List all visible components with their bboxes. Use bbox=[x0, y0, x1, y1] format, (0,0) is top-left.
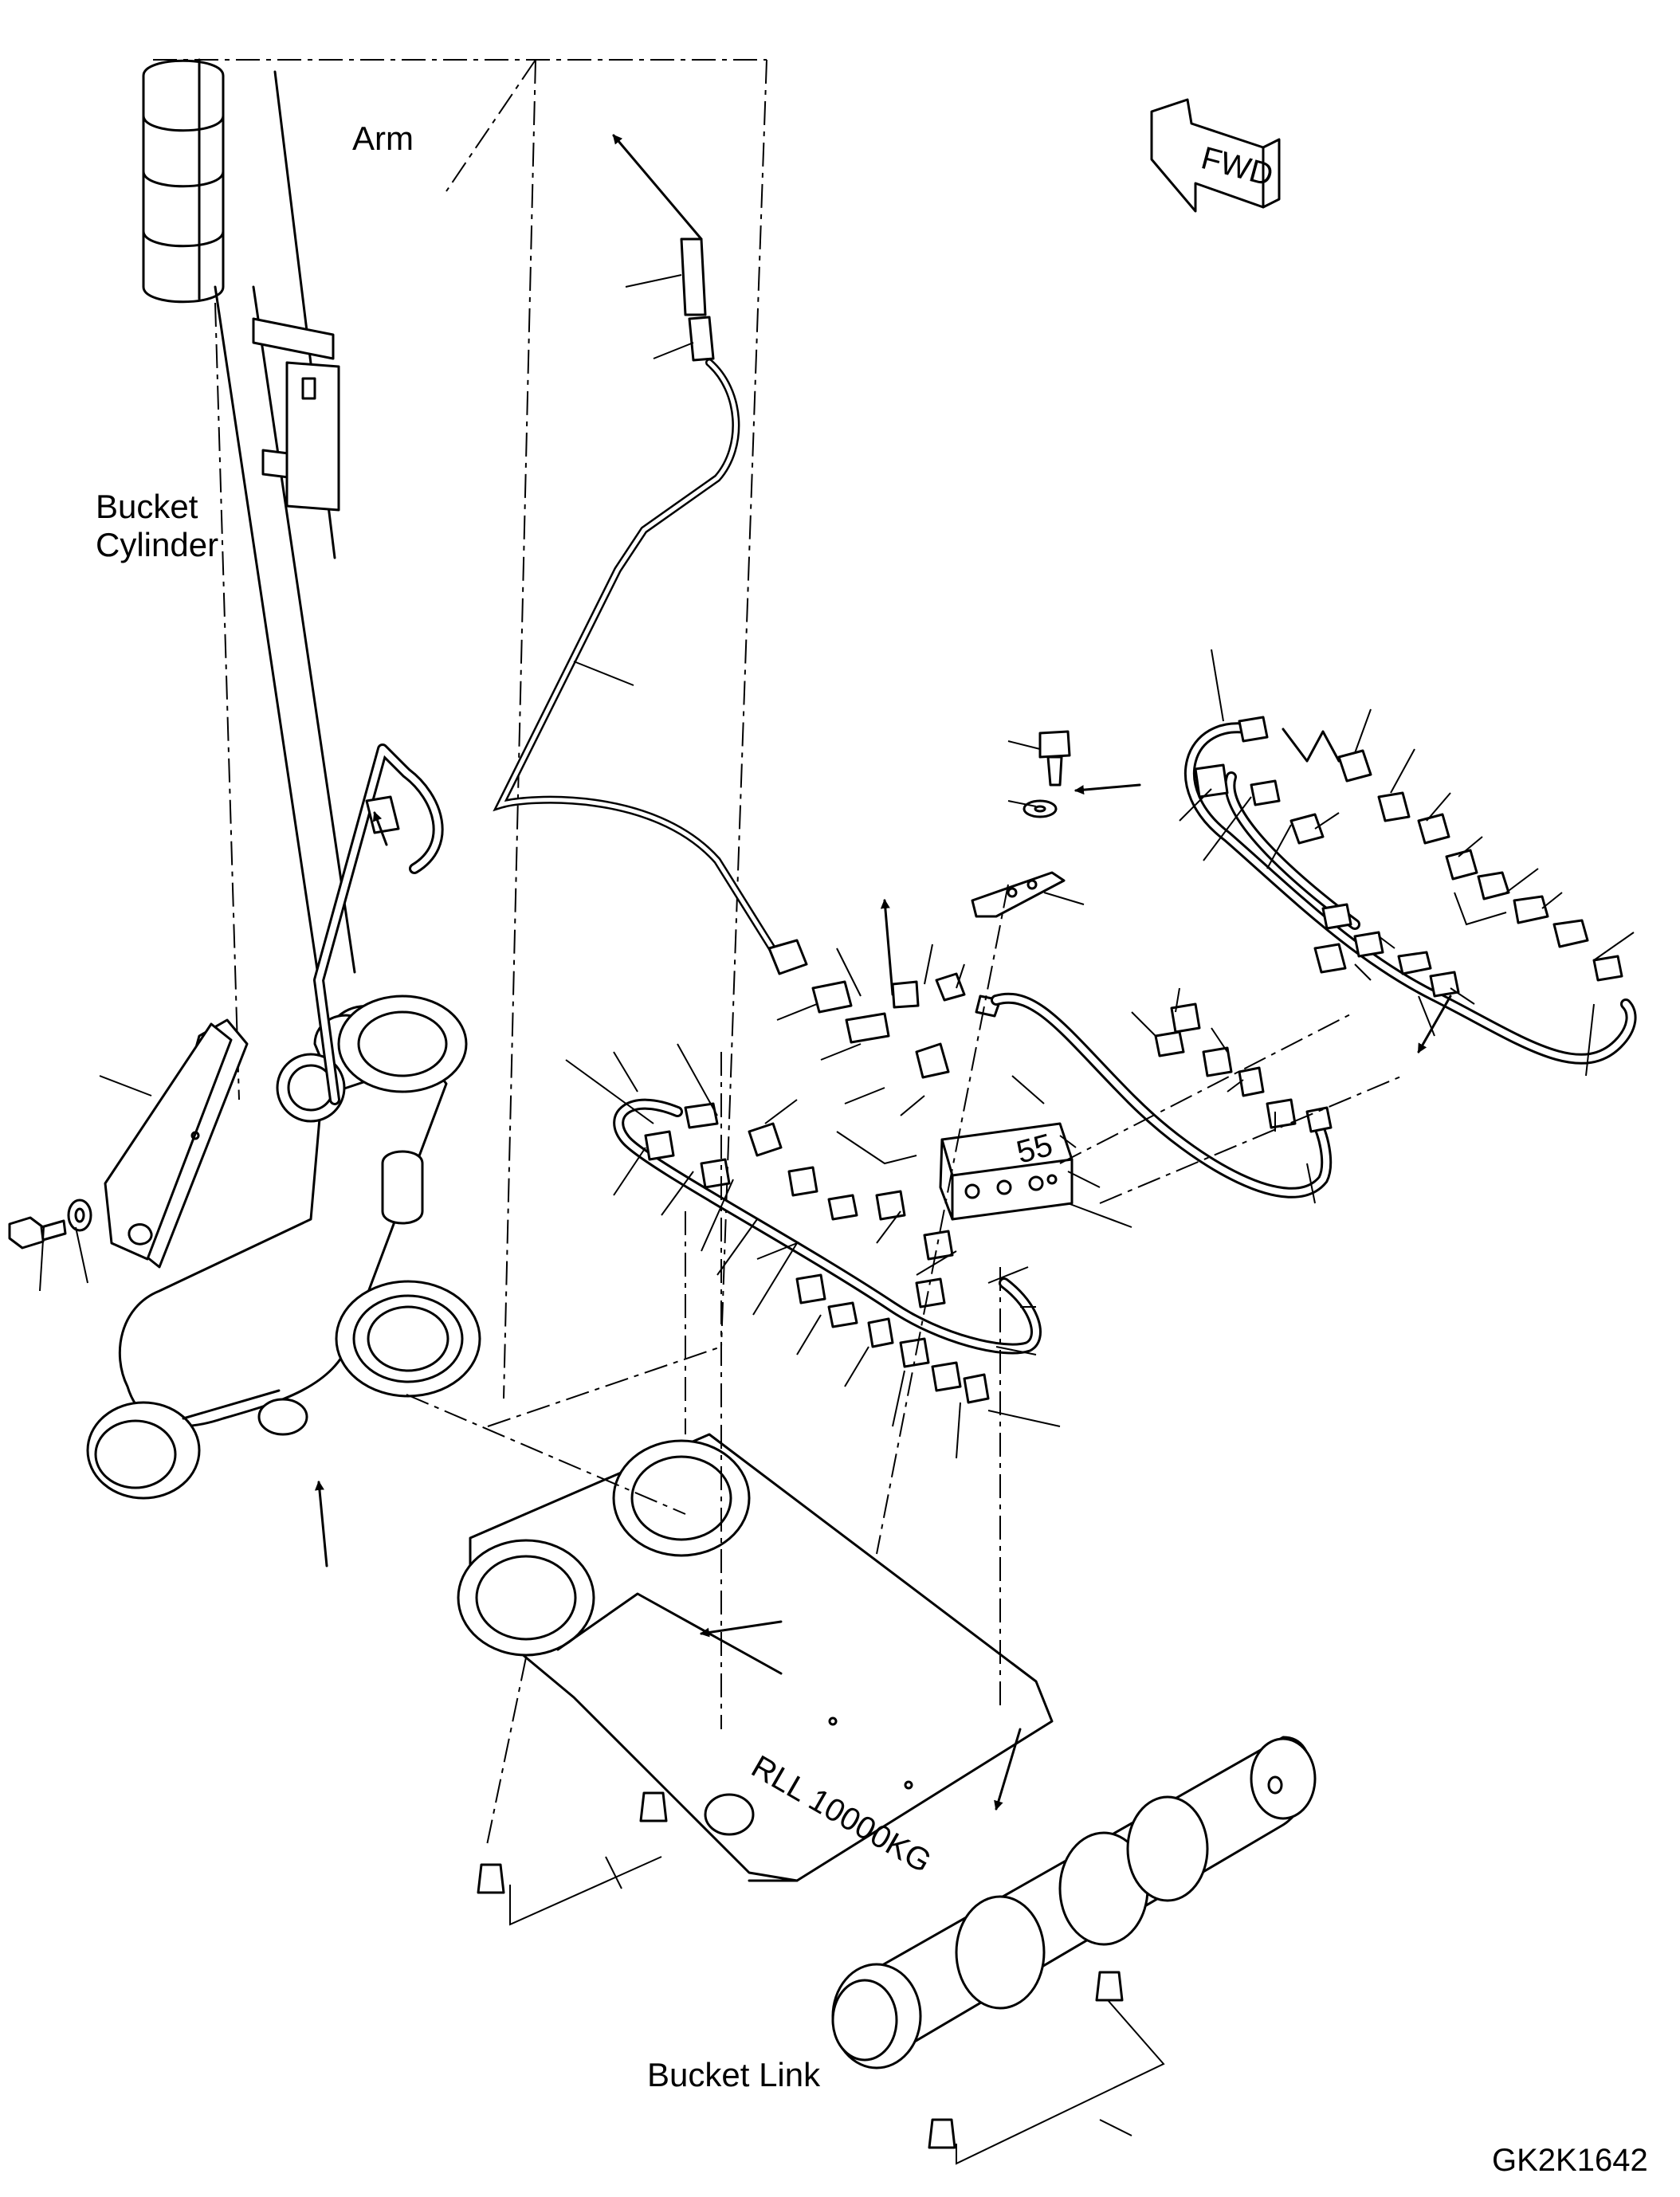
washer bbox=[67, 1199, 92, 1232]
grease-cap bbox=[477, 1791, 1124, 2149]
bucket-link-side bbox=[86, 995, 481, 1500]
arm-outline bbox=[153, 59, 767, 1427]
bucket-cylinder-label: Bucket Cylinder bbox=[96, 488, 219, 564]
bolt bbox=[8, 1216, 67, 1250]
projection-lines bbox=[406, 884, 1403, 1850]
fwd-arrow-icon: FWD bbox=[1150, 98, 1281, 213]
arrow-bolt bbox=[1074, 783, 1141, 795]
right-hose-assembly bbox=[1183, 716, 1637, 1065]
cylinder-hose bbox=[313, 743, 444, 1105]
distribution-block: 55 bbox=[939, 1122, 1074, 1221]
arrow-pin bbox=[700, 1620, 783, 1638]
left-center-hose bbox=[613, 1098, 1042, 1404]
bolt-upper bbox=[1038, 730, 1071, 787]
arm-label: Arm bbox=[352, 120, 414, 157]
bucket-link: RLL 10000KG bbox=[457, 1433, 1317, 2069]
arm-lube-pipe bbox=[493, 134, 808, 975]
arrow-link bbox=[314, 1481, 328, 1567]
cover-plate bbox=[104, 1018, 249, 1269]
drawing-code: GK2K1642 bbox=[1492, 2143, 1648, 2178]
bucket-cylinder bbox=[142, 58, 356, 982]
bucket-link-label: Bucket Link bbox=[647, 2056, 821, 2093]
washer-upper bbox=[1023, 799, 1058, 818]
leader-lines bbox=[39, 274, 1635, 2165]
fittings-upper bbox=[811, 899, 1002, 1079]
clamp-bracket bbox=[971, 871, 1066, 918]
arrow-lower bbox=[994, 1728, 1022, 1811]
middle-right-hose bbox=[991, 992, 1333, 1199]
